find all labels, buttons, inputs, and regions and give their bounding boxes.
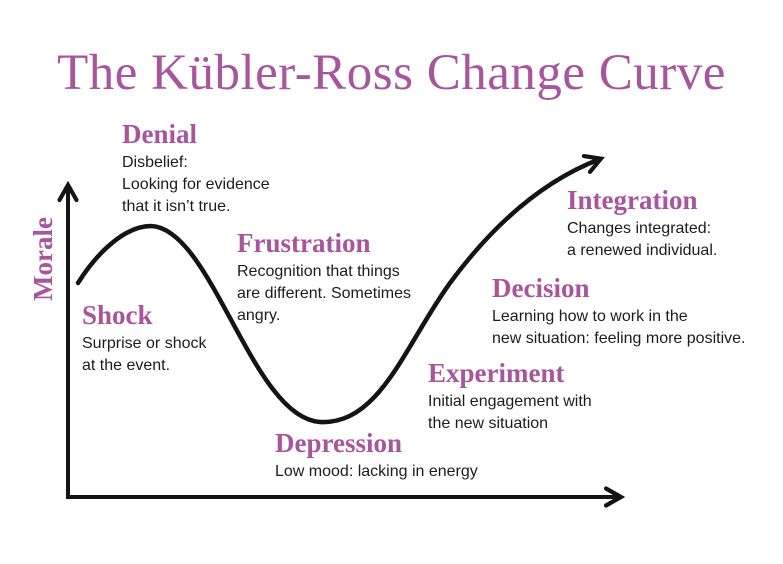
stage-shock-description: Surprise or shock at the event. [82,335,207,374]
stage-shock: Shock Surprise or shock at the event. [82,299,207,377]
stage-frustration: Frustration Recognition that things are … [237,227,411,327]
stage-denial: Denial Disbelief: Looking for evidence t… [122,118,270,218]
stage-depression: Depression Low mood: lacking in energy [275,427,478,483]
stage-denial-label: Denial [122,119,198,149]
stage-experiment-description: Initial engagement with the new situatio… [428,393,592,432]
stage-frustration-label: Frustration [237,228,371,258]
stage-integration-description: Changes integrated: a renewed individual… [567,220,718,259]
stage-depression-label: Depression [275,428,403,458]
y-axis-label: Morale [28,217,58,301]
stage-integration-label: Integration [567,185,698,215]
stage-shock-label: Shock [82,300,153,330]
stage-depression-description: Low mood: lacking in energy [275,463,478,480]
change-curve-line [75,153,605,425]
stage-decision: Decision Learning how to work in the new… [492,272,745,350]
stage-experiment: Experiment Initial engagement with the n… [428,357,592,435]
stage-integration: Integration Changes integrated: a renewe… [567,184,717,262]
stage-frustration-description: Recognition that things are different. S… [237,263,412,324]
page-title: The Kübler-Ross Change Curve [57,45,726,101]
stage-denial-description: Disbelief: Looking for evidence that it … [122,154,270,215]
stage-decision-description: Learning how to work in the new situatio… [492,308,746,347]
stage-decision-label: Decision [492,273,590,303]
stage-experiment-label: Experiment [428,358,565,388]
